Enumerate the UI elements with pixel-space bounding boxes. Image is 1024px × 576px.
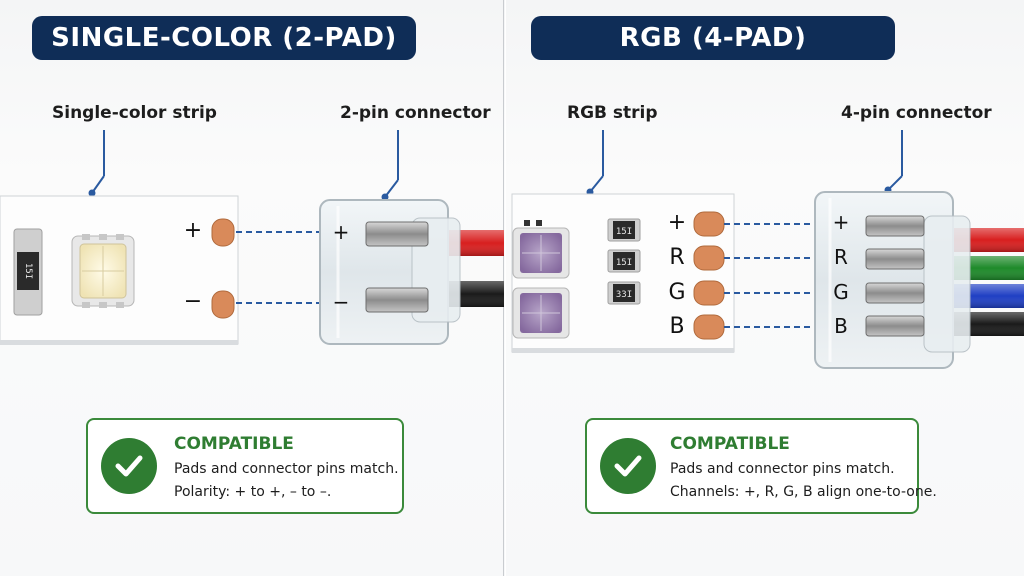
rgb-strip-r-label: R — [669, 245, 685, 270]
rgb-strip-label: RGB strip — [567, 103, 658, 123]
resistor-3: 33I — [607, 281, 641, 305]
four-pin-connector-label: 4-pin connector — [841, 103, 992, 123]
pad-minus — [211, 290, 235, 319]
connector-callout-dot — [381, 193, 389, 201]
status-line-1: Pads and connector pins match. — [174, 461, 399, 477]
rgb-status-box: COMPATIBLE Pads and connector pins match… — [585, 418, 937, 514]
strip-minus-label: − — [183, 289, 203, 314]
contact-plus — [865, 215, 925, 237]
pad-r — [693, 245, 725, 271]
resistor-label: 15I — [23, 263, 33, 279]
resistor-1: 15I — [607, 218, 641, 242]
two-pin-connector — [319, 199, 461, 345]
strip-callout-dot — [88, 189, 96, 197]
svg-text:15I: 15I — [616, 258, 632, 268]
plus-contact — [365, 221, 429, 247]
single-color-status-box: COMPATIBLE Pads and connector pins match… — [86, 418, 404, 514]
contact-r — [865, 248, 925, 270]
rgb-connector-b-label: B — [834, 314, 848, 338]
status-line-2: Polarity: + to +, – to –. — [174, 484, 332, 500]
pad-g — [693, 280, 725, 306]
pad-plus — [211, 218, 235, 247]
rgb-connector-plus-label: + — [832, 210, 850, 234]
contact-b — [865, 315, 925, 337]
pad-b — [693, 314, 725, 340]
checkmark-icon — [600, 438, 656, 494]
pad-plus-rgb — [693, 211, 725, 237]
status-line-1: Pads and connector pins match. — [670, 461, 895, 477]
rgb-strip-b-label: B — [669, 314, 685, 339]
rgb-connector-r-label: R — [834, 245, 848, 269]
rgb-title: RGB (4-PAD) — [531, 16, 895, 60]
rgb-strip-g-label: G — [668, 280, 686, 305]
rgb-led-bottom — [512, 287, 570, 339]
rgb-connector-g-label: G — [833, 280, 849, 304]
single-color-strip-label: Single-color strip — [52, 103, 217, 123]
strip-plus-label: + — [183, 218, 203, 243]
svg-text:33I: 33I — [616, 290, 632, 300]
resistor-2: 15I — [607, 249, 641, 273]
status-title: COMPATIBLE — [174, 434, 294, 454]
minus-contact — [365, 287, 429, 313]
connector-minus-label: − — [332, 290, 350, 314]
rgb-led-top — [512, 227, 570, 279]
two-pin-connector-label: 2-pin connector — [340, 103, 491, 123]
rgb-strip-plus-label: + — [667, 210, 687, 235]
four-pin-connector — [814, 191, 971, 369]
svg-text:15I: 15I — [616, 227, 632, 237]
status-line-2: Channels: +, R, G, B align one-to-one. — [670, 484, 937, 500]
contact-g — [865, 282, 925, 304]
checkmark-icon — [101, 438, 157, 494]
led-chip — [71, 234, 135, 308]
rgb-strip: 15I 15I 33I — [511, 193, 735, 353]
single-color-title: SINGLE-COLOR (2-PAD) — [32, 16, 416, 60]
connector-plus-label: + — [332, 220, 350, 244]
status-title: COMPATIBLE — [670, 434, 790, 454]
single-color-strip: 15I — [0, 195, 239, 345]
